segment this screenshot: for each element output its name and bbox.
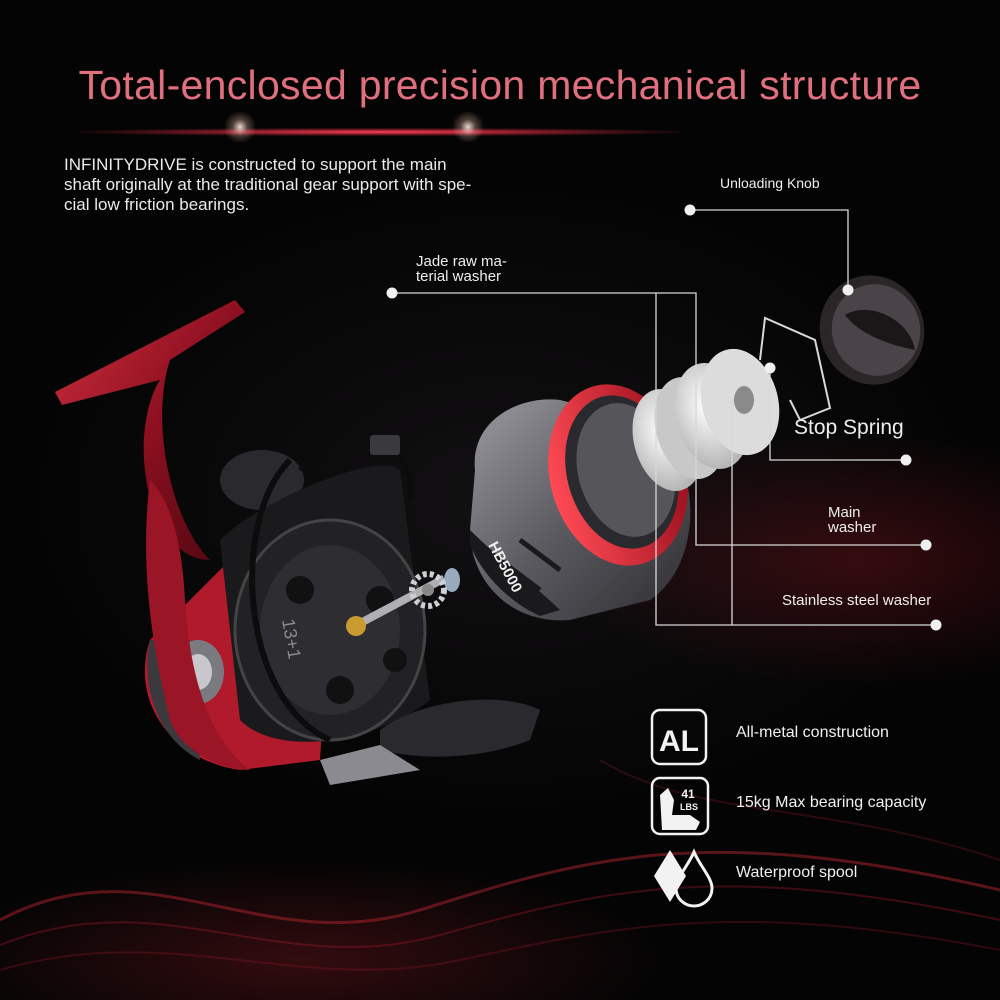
title-underline-glow <box>80 128 680 136</box>
reel-body <box>144 435 540 785</box>
callout-lines <box>392 209 936 626</box>
label-line: Jade raw ma- <box>416 253 507 270</box>
intro-paragraph: INFINITYDRIVE is constructed to support … <box>64 155 544 215</box>
pinion-gear <box>409 571 447 609</box>
red-wave-decoration <box>0 760 1000 971</box>
unloading-knob <box>819 275 925 385</box>
bail-arm <box>55 300 245 560</box>
shaft-seal <box>444 568 460 592</box>
spark-decoration <box>448 112 488 142</box>
intro-line: cial low friction bearings. <box>64 195 250 214</box>
feature-waterproof: Waterproof spool <box>736 864 858 881</box>
steel-washer-label: Stainless steel washer <box>782 592 932 609</box>
jade-washer-label: Jade raw ma- terial washer <box>416 254 507 284</box>
feature-bearing-capacity: 15kg Max bearing capacity <box>736 794 927 811</box>
spark-decoration <box>220 112 260 142</box>
al-badge-icon: AL <box>650 708 708 766</box>
arm-strength-icon: 41 LBS <box>650 776 710 836</box>
washer-stack <box>632 348 780 491</box>
main-washer-label: Main washer <box>828 505 876 535</box>
label-line: Main <box>828 504 861 521</box>
unloading-knob-label: Unloading Knob <box>720 175 820 191</box>
label-line: terial washer <box>416 268 502 285</box>
intro-line: shaft originally at the traditional gear… <box>64 175 472 194</box>
intro-line: INFINITYDRIVE is constructed to support … <box>64 155 447 174</box>
al-badge-text: AL <box>659 725 699 758</box>
stop-spring-label: Stop Spring <box>794 416 904 439</box>
feature-all-metal: All-metal construction <box>736 724 889 741</box>
page-title: Total-enclosed precision mechanical stru… <box>78 62 922 108</box>
arm-badge-number: 41 <box>681 787 695 801</box>
water-drops-icon <box>654 848 714 908</box>
reel-foot <box>146 480 250 770</box>
arm-badge-unit: LBS <box>680 802 698 812</box>
label-line: washer <box>828 519 877 536</box>
shaft-collar <box>346 616 366 636</box>
stop-spring <box>759 316 832 422</box>
callout-dots <box>386 204 942 631</box>
